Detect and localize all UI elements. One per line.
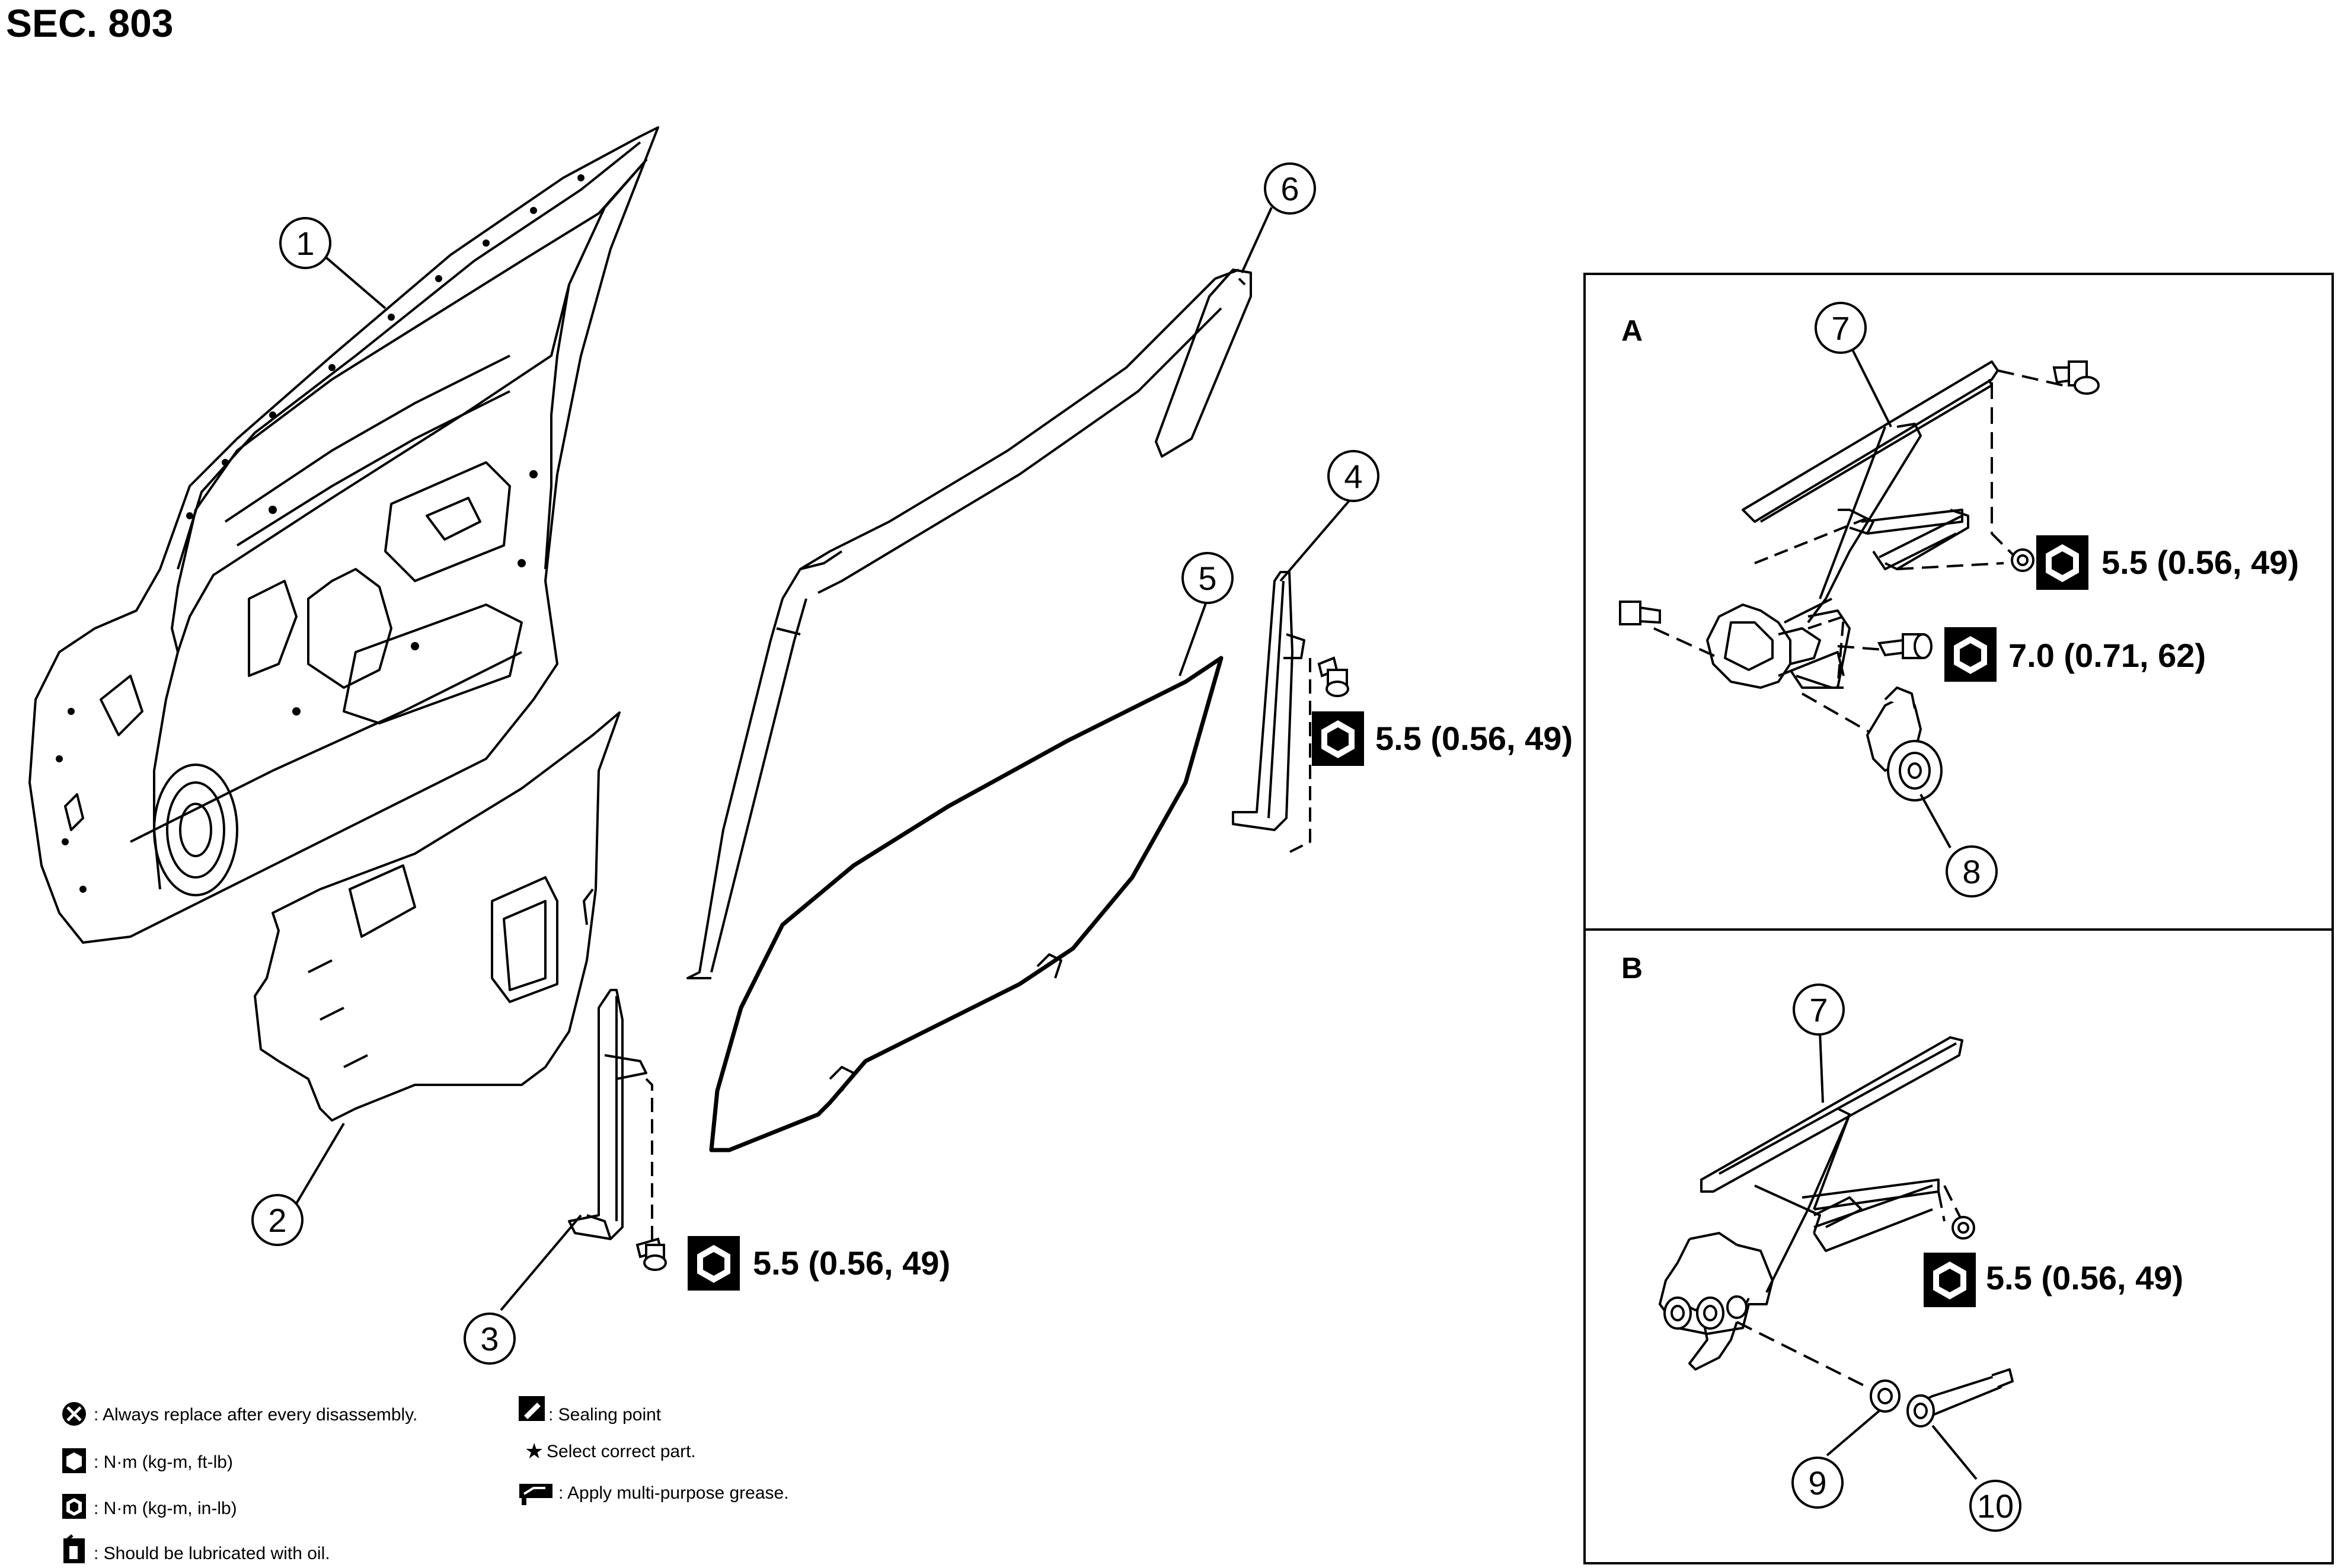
callout-5: 5 bbox=[1181, 552, 1234, 604]
inset-b-label: B bbox=[1621, 951, 1643, 985]
svg-text:5: 5 bbox=[1198, 560, 1216, 597]
callout-1: 1 bbox=[279, 217, 331, 269]
callout-10: 10 bbox=[1969, 1480, 2021, 1532]
bolt-a-motor bbox=[1877, 633, 1933, 659]
door-glass-part bbox=[709, 656, 1224, 1152]
torque-a-motor: 7.0 (0.71, 62) bbox=[2008, 637, 2206, 674]
svg-text:4: 4 bbox=[1344, 458, 1362, 495]
nut-a-right bbox=[2011, 548, 2034, 572]
legend-nm-inlb-text: : N·m (kg-m, in-lb) bbox=[94, 1499, 237, 1518]
callout-6: 6 bbox=[1264, 162, 1316, 215]
regulator-a-part bbox=[1706, 360, 1999, 689]
door-panel-part bbox=[28, 126, 659, 944]
torque-wrench-icon bbox=[2036, 535, 2088, 590]
legend-replace-icon bbox=[62, 1402, 86, 1426]
svg-text:10: 10 bbox=[1977, 1487, 2014, 1525]
callout-leaders bbox=[295, 207, 1353, 1311]
sealing-point-icon bbox=[519, 1396, 545, 1421]
section-title: SEC. 803 bbox=[6, 1, 174, 45]
callout-2: 2 bbox=[251, 1194, 304, 1246]
svg-text:3: 3 bbox=[480, 1320, 499, 1358]
legend-wrench-inlb-icon bbox=[62, 1494, 86, 1519]
legend-replace-text: : Always replace after every disassembly… bbox=[94, 1405, 417, 1425]
callout-4: 4 bbox=[1327, 450, 1379, 502]
handle-10-part bbox=[1906, 1368, 2014, 1428]
callout-leaders-a bbox=[1851, 349, 1951, 848]
door-panel-holes bbox=[56, 174, 584, 893]
regulator-a-dashes bbox=[1653, 369, 2064, 742]
torque-b-regulator: 5.5 (0.56, 49) bbox=[1986, 1259, 2183, 1296]
nut-b-right bbox=[1951, 1216, 1975, 1240]
bolt-a-left bbox=[1619, 601, 1661, 625]
regulator-b-part bbox=[1659, 1036, 1963, 1371]
star-icon: ★ bbox=[525, 1439, 544, 1463]
torque-wrench-icon bbox=[1944, 627, 1997, 682]
svg-text:9: 9 bbox=[1808, 1464, 1826, 1502]
legend-grease-text: : Apply multi-purpose grease. bbox=[558, 1483, 789, 1503]
svg-text:7: 7 bbox=[1831, 309, 1850, 347]
callout-9: 9 bbox=[1791, 1457, 1844, 1509]
torque-a-regulator: 5.5 (0.56, 49) bbox=[2101, 544, 2299, 581]
legend-wrench-ftlb-icon bbox=[62, 1448, 86, 1473]
front-lower-sash-part bbox=[1232, 571, 1311, 855]
svg-text:6: 6 bbox=[1280, 170, 1299, 207]
callout-leaders-b bbox=[1819, 1031, 1978, 1480]
callout-7-b: 7 bbox=[1793, 983, 1845, 1036]
legend-select-text: Select correct part. bbox=[547, 1442, 696, 1461]
regulator-b-dashes bbox=[1736, 1185, 1963, 1388]
callout-7-a: 7 bbox=[1815, 302, 1867, 354]
svg-text:1: 1 bbox=[296, 225, 314, 262]
legend-nm-ftlb-text: : N·m (kg-m, ft-lb) bbox=[94, 1452, 233, 1472]
inset-frame bbox=[1583, 273, 2334, 1564]
bolt-a-top bbox=[2052, 360, 2100, 395]
svg-text:8: 8 bbox=[1962, 853, 1981, 890]
torque-front-sash: 5.5 (0.56, 49) bbox=[1375, 720, 1573, 757]
torque-rear-sash: 5.5 (0.56, 49) bbox=[753, 1244, 950, 1282]
regulator-b-hubs bbox=[1663, 1295, 1748, 1330]
legend-oil-text: : Should be lubricated with oil. bbox=[94, 1544, 330, 1563]
glass-run-part bbox=[686, 269, 1252, 979]
oil-can-icon bbox=[63, 1534, 85, 1563]
callout-8: 8 bbox=[1946, 845, 1998, 898]
svg-text:7: 7 bbox=[1809, 991, 1828, 1029]
grease-icon bbox=[519, 1484, 552, 1505]
motor-a-part bbox=[1866, 686, 1943, 801]
bolt-front-sash bbox=[1317, 656, 1349, 697]
bolt-rear-sash bbox=[635, 1237, 667, 1271]
torque-wrench-icon bbox=[688, 1236, 740, 1291]
svg-text:2: 2 bbox=[268, 1202, 286, 1239]
torque-wrench-icon bbox=[1924, 1253, 1976, 1307]
washer-9-part bbox=[1870, 1379, 1901, 1413]
inset-a-label: A bbox=[1621, 314, 1643, 347]
torque-wrench-icon bbox=[1312, 711, 1364, 766]
legend-sealing-text: : Sealing point bbox=[548, 1405, 662, 1425]
rear-lower-sash-part bbox=[568, 989, 653, 1258]
sealing-screen-part bbox=[254, 711, 621, 1122]
callout-3: 3 bbox=[464, 1312, 516, 1365]
